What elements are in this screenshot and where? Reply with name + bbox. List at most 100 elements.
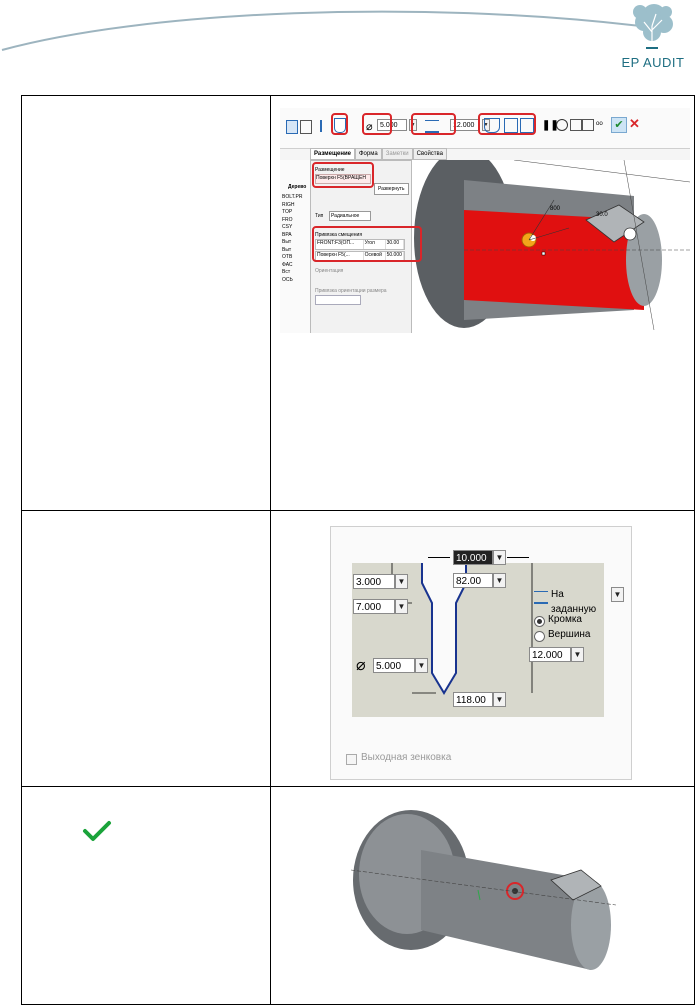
hole-diameter-dropdown[interactable]: ▼ [415, 658, 428, 673]
type-label: Тип [315, 213, 324, 219]
ep-audit-tree-logo-icon [633, 4, 673, 49]
thread-icon[interactable] [520, 118, 534, 133]
finished-bolt-model [351, 810, 616, 970]
flip-button[interactable]: Развернуть [374, 183, 409, 195]
depth-value-dropdown[interactable]: ▼ [571, 647, 584, 662]
model-dim-2: 30.0 [596, 212, 608, 218]
model-tree-item[interactable]: ОСЬ [282, 276, 293, 283]
tab-shape[interactable]: Форма [355, 148, 382, 160]
row2-left-cell [21, 510, 271, 787]
row1-right-cell: ⌀ 5.000 ▼ 12.000 ▼ ❚❚ ᵒᵒ [270, 95, 695, 511]
hole-diameter-input[interactable]: 5.000 [373, 658, 415, 673]
verify-icon-1[interactable] [570, 119, 582, 131]
type-select[interactable]: Радиальное [329, 211, 371, 221]
counterbore-depth-dropdown[interactable]: ▼ [395, 574, 408, 589]
preview-icon[interactable] [556, 119, 568, 131]
row3-left-cell [21, 786, 271, 1005]
tab-placement[interactable]: Размещение [310, 148, 355, 160]
model-tree-label: Дерево [288, 184, 307, 190]
confirm-check-icon[interactable]: ✔ [611, 117, 627, 133]
depth-option-icon[interactable] [425, 120, 439, 133]
offset-cell-ref: FRONT:F3(ОП... [316, 240, 364, 249]
model-tree-item[interactable]: ОТВ [282, 254, 293, 260]
highlight-placement [312, 162, 374, 188]
simple-hole-icon[interactable] [286, 120, 298, 134]
model-tree-item[interactable]: BPA [282, 231, 292, 238]
hole-tool-screenshot: ⌀ 5.000 ▼ 12.000 ▼ ❚❚ ᵒᵒ [280, 108, 690, 333]
offset-cell-value: 30.00 [386, 240, 405, 249]
step-depth-dropdown[interactable]: ▼ [395, 599, 408, 614]
logo-text: EP AUDIT [621, 55, 685, 70]
model-tree-item[interactable]: Выт [282, 239, 292, 245]
highlight-profile [331, 113, 348, 135]
top-dim-right-arrow [507, 557, 529, 558]
step-depth-input[interactable]: 7.000 [353, 599, 395, 614]
tab-properties[interactable]: Свойства [412, 148, 448, 160]
drill-profile-icon[interactable] [334, 118, 346, 133]
counterbore-depth-input[interactable]: 3.000 [353, 574, 395, 589]
drill-angle-input[interactable]: 118.00 [453, 692, 493, 707]
countersink-diameter-input[interactable]: 10.000 [453, 550, 493, 565]
offset-cell-kind: Осевой [364, 252, 386, 261]
confirm-checkmark-icon [83, 821, 111, 841]
drill-angle-dropdown[interactable]: ▼ [493, 692, 506, 707]
counterbore-icon[interactable] [504, 118, 518, 133]
depth-mode-icon [534, 591, 548, 604]
placement-panel: Размещение Поверхн F5(ВРАЩЕН Развернуть … [310, 160, 412, 333]
pause-icon[interactable]: ❚❚ [542, 120, 559, 131]
glasses-icon[interactable]: ᵒᵒ [596, 119, 603, 129]
model-tree-item[interactable]: Выт [282, 246, 292, 253]
row3-right-cell [270, 786, 695, 1005]
model-tree-item[interactable]: ФАС [282, 261, 293, 268]
model-tree-item[interactable]: FRO [282, 216, 293, 223]
radio-vertex[interactable] [534, 631, 545, 642]
row2-right-cell: 10.000 ▼ 82.00 ▼ 3.000 ▼ 7.000 ▼ На зада… [270, 510, 695, 787]
exit-countersink-label: Выходная зенковка [361, 752, 452, 763]
countersink-angle-input[interactable]: 82.00 [453, 573, 493, 588]
model-tree-item[interactable]: CSY [282, 224, 293, 230]
offset-cell-kind: Угол [364, 240, 386, 249]
countersink-diameter-dropdown[interactable]: ▼ [493, 550, 506, 565]
depth-mode-select[interactable]: На заданную [551, 589, 597, 615]
tab-bar: Размещение Форма Заметки Свойства [310, 148, 448, 160]
profile-icon[interactable] [320, 120, 328, 132]
countersink-icon[interactable] [484, 118, 500, 133]
instruction-table: ⌀ 5.000 ▼ 12.000 ▼ ❚❚ ᵒᵒ [21, 95, 695, 1005]
highlight-diameter [362, 113, 392, 135]
countersink-angle-dropdown[interactable]: ▼ [493, 573, 506, 588]
verify-icon-2[interactable] [582, 119, 594, 131]
radio-edge-dot [537, 619, 542, 624]
orientation-dim-field[interactable] [315, 295, 361, 305]
placement-reference-field[interactable]: Поверхн F5(ВРАЩЕН [315, 174, 371, 184]
hole-profile-drawing [352, 563, 604, 717]
model-dim-1: 800 [550, 206, 561, 212]
model-tree-item[interactable]: BOLT.PR [282, 194, 303, 200]
cancel-x-icon[interactable]: ✕ [629, 116, 640, 131]
depth-mode-dropdown[interactable]: ▼ [611, 587, 624, 602]
depth-input[interactable]: 12.000 [450, 119, 480, 131]
row1-left-cell [21, 95, 271, 511]
offset-cell-ref: Поверхн F5(... [316, 252, 364, 261]
model-tree-item[interactable]: TOP [282, 209, 293, 215]
radio-edge[interactable] [534, 616, 545, 627]
top-dim-left-arrow [428, 557, 450, 558]
tab-notes[interactable]: Заметки [381, 148, 413, 160]
depth-value-input[interactable]: 12.000 [529, 647, 571, 662]
standard-hole-icon[interactable] [300, 120, 312, 134]
orientation-dim-label: Привязка ориентации размера [315, 288, 387, 294]
highlight-offset [312, 226, 422, 262]
highlight-profile-options [478, 113, 536, 135]
highlight-depth [411, 113, 456, 135]
offset-cell-value: 50.000 [386, 252, 405, 261]
shape-panel: 10.000 ▼ 82.00 ▼ 3.000 ▼ 7.000 ▼ На зада… [330, 526, 632, 780]
radio-vertex-label: Вершина [548, 629, 591, 640]
radio-edge-label: Кромка [548, 614, 582, 625]
model-tree-item[interactable]: RIGH [282, 201, 295, 208]
offset-title: Привязка смещения [315, 232, 363, 238]
model-tree-item[interactable]: Вст [282, 269, 291, 275]
placement-title: Размещение [315, 167, 345, 173]
exit-countersink-checkbox[interactable] [346, 754, 357, 765]
diameter-input[interactable]: 5.000 [377, 119, 407, 131]
